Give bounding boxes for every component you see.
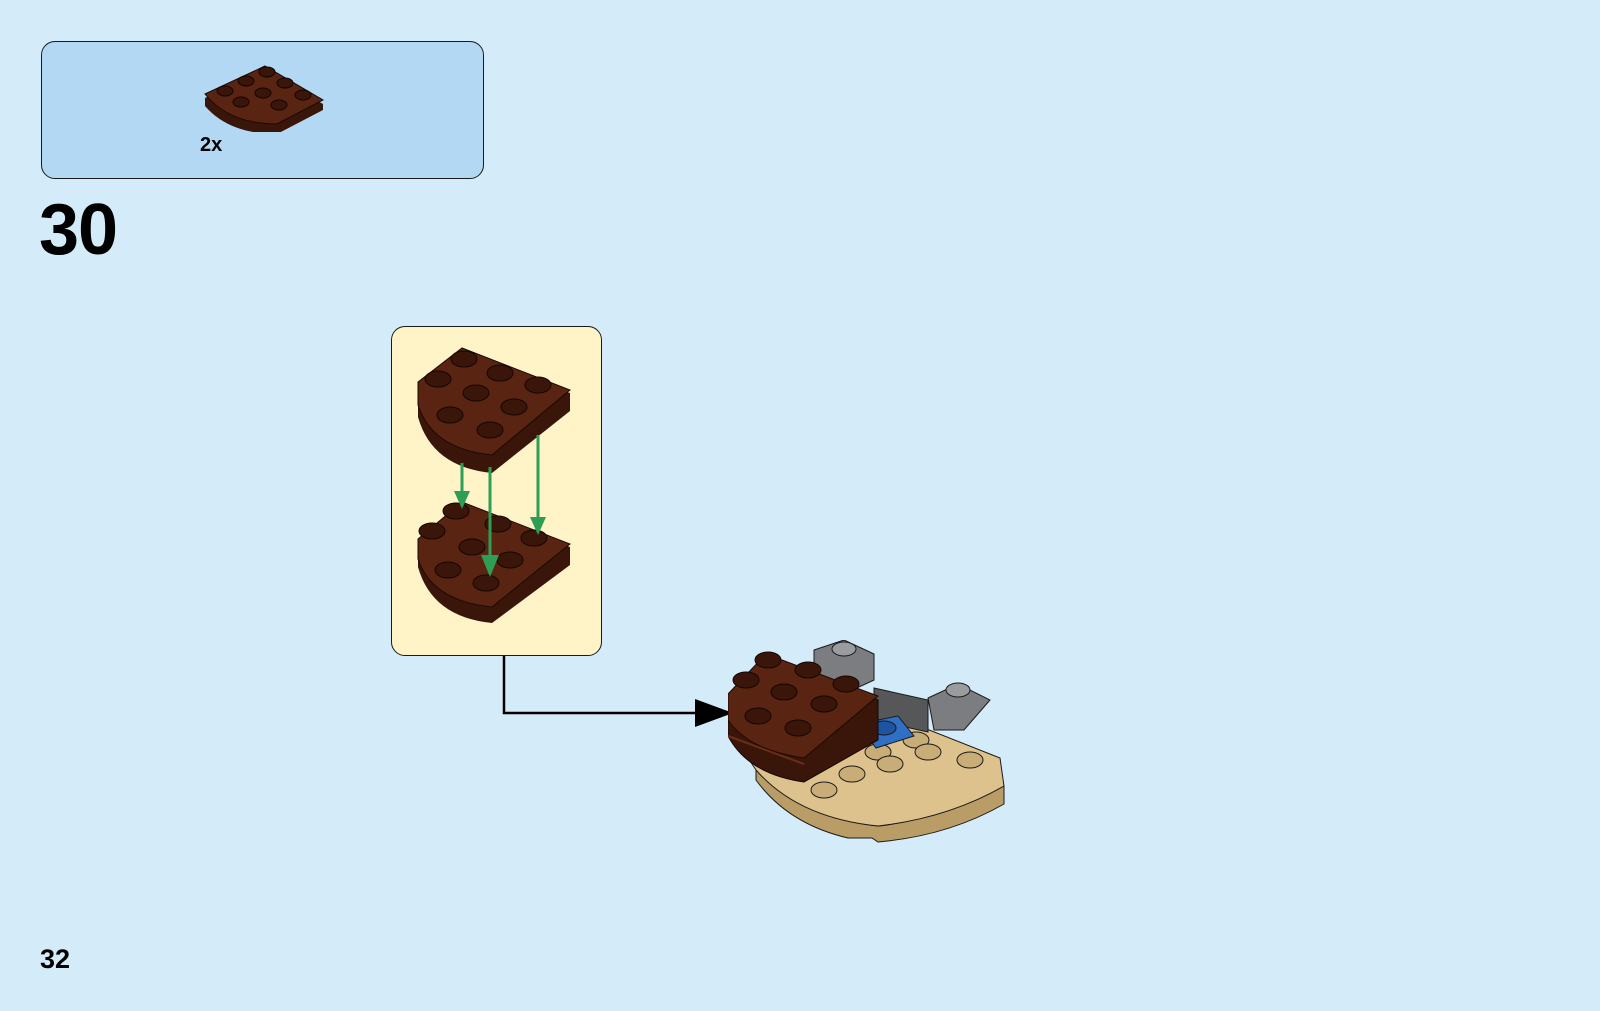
assembled-model-illustration (728, 640, 1008, 850)
page-number: 32 (40, 944, 70, 975)
